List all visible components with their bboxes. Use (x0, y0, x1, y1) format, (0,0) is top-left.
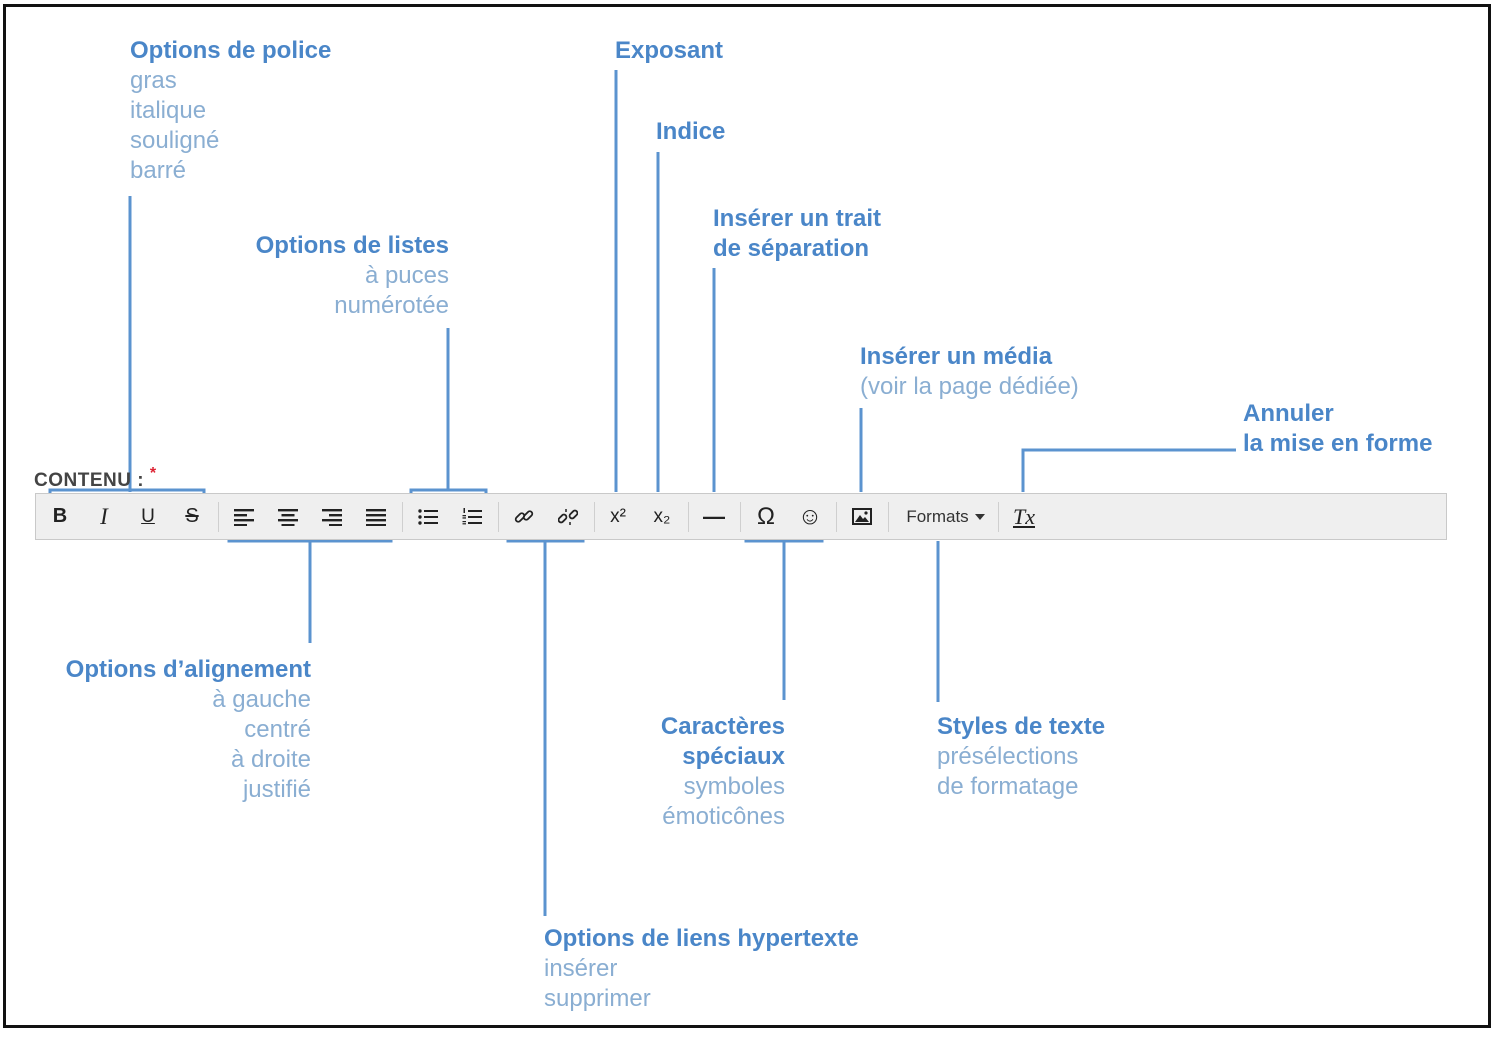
annotation-item: gras (130, 67, 177, 94)
annotation-police: Options de police gras italique souligné… (130, 36, 331, 186)
bold-icon: B (52, 505, 68, 527)
annotation-alignement: Options d’alignement à gauche centré à d… (40, 655, 311, 805)
italic-icon: I (100, 503, 108, 529)
annotation-item: centré (244, 716, 311, 743)
toolbar-separator (218, 502, 219, 532)
annotation-item: justifié (242, 776, 311, 803)
annotation-item: à droite (230, 746, 311, 773)
annotation-styles: Styles de texte présélections de formata… (937, 712, 1105, 802)
horizontal-rule-button[interactable]: — (698, 494, 730, 539)
annotation-media: Insérer un média (voir la page dédiée) (860, 342, 1079, 402)
toolbar-separator (402, 502, 403, 532)
align-center-button[interactable] (272, 494, 304, 539)
annotation-item: à puces (364, 262, 449, 289)
connector-annuler (1021, 448, 1236, 492)
remove-link-button[interactable] (552, 494, 584, 539)
clear-formatting-icon: Tx (1013, 503, 1035, 529)
toolbar-separator (740, 502, 741, 532)
smiley-icon: ☺ (797, 502, 823, 530)
annotation-item: barré (130, 157, 187, 184)
annotation-exposant: Exposant (615, 36, 723, 66)
annotation-item: à gauche (212, 686, 311, 713)
align-left-button[interactable] (228, 494, 260, 539)
align-justify-icon (366, 508, 386, 526)
superscript-button[interactable]: x² (602, 494, 634, 539)
annotation-annuler: Annuler la mise en forme (1243, 399, 1432, 459)
insert-link-button[interactable] (508, 494, 540, 539)
image-icon (852, 508, 872, 525)
underline-icon: U (141, 505, 155, 527)
link-icon (514, 509, 534, 523)
toolbar-separator (836, 502, 837, 532)
align-center-icon (278, 508, 298, 526)
annotation-trait: Insérer un trait de séparation (713, 204, 881, 264)
omega-icon: Ω (757, 502, 775, 530)
clear-formatting-button[interactable]: Tx (1008, 494, 1040, 539)
annotation-title: Annuler (1243, 400, 1334, 427)
annotation-title: Options de police (130, 37, 332, 64)
superscript-icon: x² (610, 505, 626, 527)
bullet-list-icon (418, 508, 438, 525)
annotation-item: italique (130, 97, 207, 124)
toolbar-separator (688, 502, 689, 532)
emoticons-button[interactable]: ☺ (794, 494, 826, 539)
required-marker: * (149, 465, 157, 482)
annotation-item: (voir la page dédiée) (860, 373, 1079, 400)
annotation-title: la mise en forme (1243, 430, 1433, 457)
toolbar-separator (594, 502, 595, 532)
toolbar-separator (888, 502, 889, 532)
subscript-button[interactable]: x₂ (646, 494, 678, 539)
formats-dropdown[interactable]: Formats (896, 494, 996, 539)
annotation-item: insérer (544, 955, 618, 982)
annotation-indice: Indice (656, 117, 725, 147)
annotation-title: Indice (656, 118, 726, 145)
annotation-listes: Options de listes à puces numérotée (200, 231, 449, 321)
annotation-title: spéciaux (682, 743, 785, 770)
annotation-item: supprimer (544, 985, 651, 1012)
annotation-title: Exposant (615, 37, 724, 64)
special-characters-button[interactable]: Ω (750, 494, 782, 539)
strikethrough-button[interactable]: S (176, 494, 208, 539)
insert-media-button[interactable] (846, 494, 878, 539)
annotation-title: Caractères (660, 713, 785, 740)
annotation-title: Insérer un trait (713, 205, 882, 232)
toolbar-separator (498, 502, 499, 532)
field-label: CONTENU : * (34, 465, 157, 492)
annotation-item: présélections (937, 743, 1079, 770)
subscript-icon: x₂ (653, 505, 671, 527)
annotation-item: symboles (683, 773, 785, 800)
annotation-item: de formatage (937, 773, 1079, 800)
align-justify-button[interactable] (360, 494, 392, 539)
annotation-item: numérotée (334, 292, 449, 319)
bullet-list-button[interactable] (412, 494, 444, 539)
italic-button[interactable]: I (88, 494, 120, 539)
annotation-title: Options de listes (255, 232, 449, 259)
underline-button[interactable]: U (132, 494, 164, 539)
annotation-title: Styles de texte (937, 713, 1106, 740)
numbered-list-button[interactable] (456, 494, 488, 539)
annotation-item: souligné (130, 127, 220, 154)
annotation-item: émoticônes (662, 803, 785, 830)
annotation-caracteres: Caractères spéciaux symboles émoticônes (600, 712, 785, 832)
figure-frame (3, 4, 1491, 1028)
editor-toolbar: B I U S x² x₂ — Ω (35, 493, 1447, 540)
strikethrough-icon: S (185, 505, 199, 527)
unlink-icon (558, 508, 578, 525)
align-right-button[interactable] (316, 494, 348, 539)
annotation-title: Options d’alignement (65, 656, 311, 683)
align-right-icon (322, 508, 342, 526)
align-left-icon (234, 508, 254, 526)
annotation-title: de séparation (713, 235, 870, 262)
toolbar-separator (998, 502, 999, 532)
formats-label: Formats (906, 506, 969, 526)
annotation-title: Insérer un média (860, 343, 1053, 370)
caret-down-icon (974, 513, 985, 520)
field-label-text: CONTENU : (34, 470, 145, 491)
annotation-liens: Options de liens hypertexte insérer supp… (544, 924, 859, 1014)
bold-button[interactable]: B (44, 494, 76, 539)
annotation-title: Options de liens hypertexte (544, 925, 859, 952)
horizontal-rule-icon: — (703, 503, 725, 529)
numbered-list-icon (462, 507, 482, 524)
